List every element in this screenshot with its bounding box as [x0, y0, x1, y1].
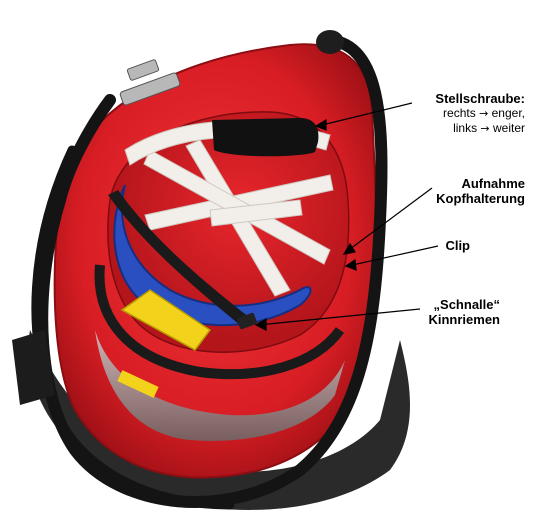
top-clips — [119, 59, 181, 106]
label-head-mount-line2: Kopfhalterung — [436, 191, 525, 207]
chin-strap-buckle — [237, 312, 257, 330]
pointer-adjust-screw — [317, 102, 413, 127]
pointer-clip-tip — [344, 258, 357, 271]
label-adjust-screw-title: Stellschraube: — [435, 91, 525, 106]
arrow-right-icon: → — [480, 122, 490, 136]
pointer-adjust-screw-tip — [314, 118, 327, 131]
hose-end — [316, 30, 344, 54]
label-chin-strap-line2: Kinnriemen — [428, 312, 500, 328]
label-adjust-screw-line1: rechts → enger, — [443, 106, 525, 121]
label-clip: Clip — [440, 238, 470, 253]
label-adjust-screw: Stellschraube: rechts → enger, links → w… — [395, 91, 525, 136]
visor-shell — [28, 330, 410, 510]
pointer-chin-strap — [257, 308, 421, 326]
blue-pad — [113, 184, 312, 327]
arrow-right-icon: → — [479, 107, 489, 121]
adjust-knob — [212, 118, 319, 157]
label-chin-strap-line1: „Schnalle“ — [433, 297, 500, 312]
pointer-chin-strap-tip — [254, 317, 267, 331]
label-head-mount-line1: Aufnahme — [461, 176, 525, 191]
pointer-head-mount — [345, 187, 433, 253]
side-strap — [12, 330, 55, 405]
clear-visor — [95, 330, 345, 441]
label-clip-text: Clip — [445, 238, 470, 253]
pointer-head-mount-tip — [342, 242, 356, 255]
chin-strap — [108, 190, 250, 325]
pointer-lines — [254, 102, 439, 331]
hose-outer-edge — [31, 145, 235, 510]
pointer-clip — [347, 245, 439, 267]
seal-ring — [94, 264, 345, 380]
label-chin-strap: „Schnalle“ Kinnriemen — [405, 297, 500, 328]
yellow-buckle — [120, 289, 212, 351]
label-adjust-screw-line2: links → weiter — [453, 121, 525, 136]
label-head-mount: Aufnahme Kopfhalterung — [405, 176, 525, 207]
yellow-tab — [117, 370, 159, 398]
